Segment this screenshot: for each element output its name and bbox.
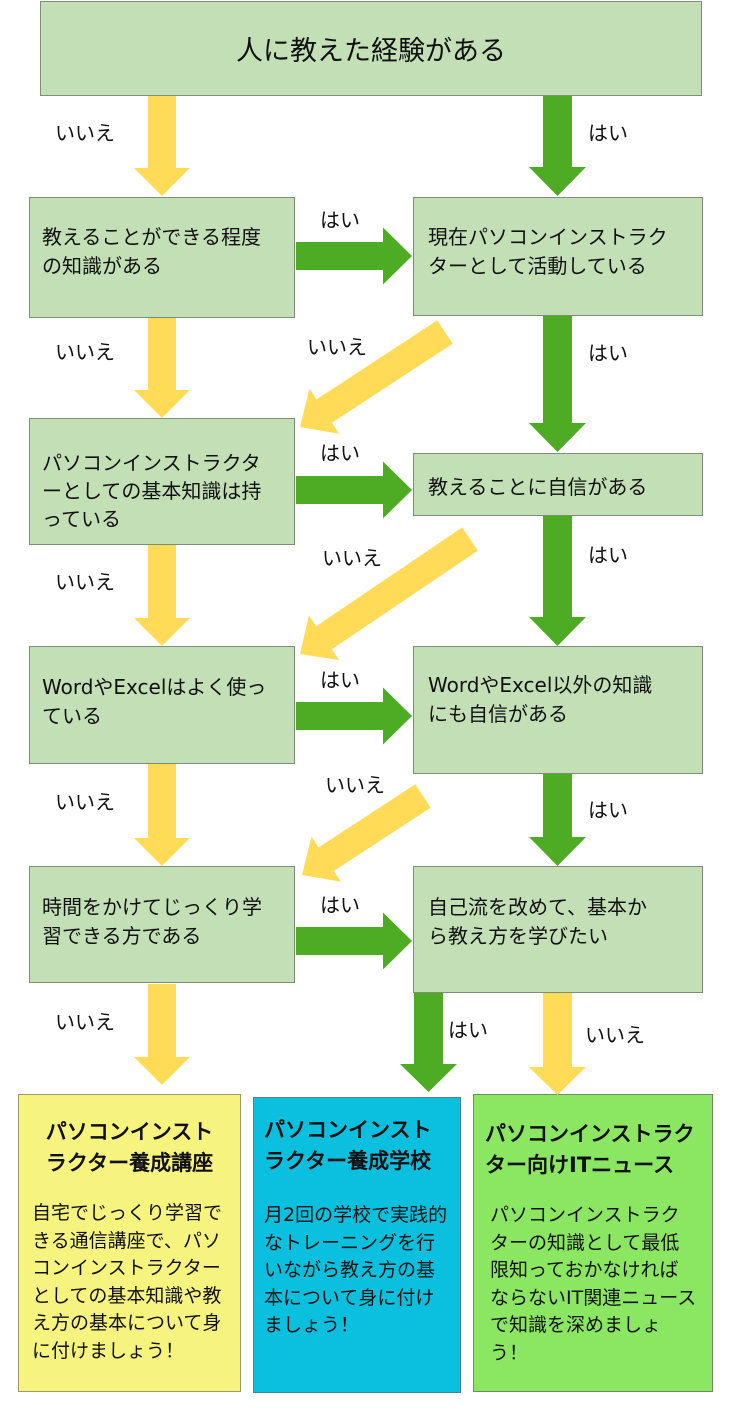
arrow-yes-R1-to-R2 (529, 316, 586, 452)
edge-label-no: いいえ (55, 790, 115, 814)
result-description: 月2回の学校で実践的 なトレーニングを行 いながら教え方の基 本について身に付け… (264, 1204, 448, 1336)
edge-label-yes: はい (588, 341, 628, 365)
arrow-no-R4-to-news (529, 993, 586, 1095)
edge-label-yes: はい (320, 208, 360, 232)
question-box-take-time: 時間をかけてじっくり学 習できる方である (29, 866, 295, 983)
question-box-active-instructor: 現在パソコンインストラク ターとして活動している (413, 197, 703, 316)
arrow-no-L1-to-L2 (134, 318, 190, 418)
start-question-box: 人に教えた経験がある (40, 1, 702, 96)
edge-label-no: いいえ (322, 546, 382, 570)
arrow-no-L3-to-L4 (134, 764, 190, 866)
arrow-yes-L1-to-R1 (296, 227, 412, 285)
arrow-yes-L4-to-R4 (296, 912, 412, 970)
arrow-yes-L3-to-R3 (296, 687, 412, 745)
question-text: WordやExcel以外の知識 にも自信がある (428, 673, 653, 726)
edge-label-yes: はい (448, 1018, 488, 1042)
result-title: パソコンインストラク ター向けITニュース (485, 1122, 695, 1177)
result-description: パソコンインストラク ターの知識として最低 限知っておかなければ ならないIT関… (490, 1204, 697, 1364)
arrow-yes-start-to-R1 (529, 96, 586, 196)
edge-label-no: いいえ (55, 1010, 115, 1034)
edge-label-no: いいえ (55, 570, 115, 594)
edge-label-no: いいえ (325, 773, 385, 797)
result-box-it-news: パソコンインストラク ター向けITニュース パソコンインストラク ターの知識とし… (473, 1094, 713, 1392)
edge-label-no: いいえ (307, 335, 367, 359)
question-box-teaching-knowledge: 教えることができる程度 の知識がある (29, 197, 295, 318)
start-question-text: 人に教えた経験がある (236, 36, 506, 67)
result-box-training-course: パソコンインスト ラクター養成講座 自宅でじっくり学習で きる通信講座で、パソ … (18, 1094, 241, 1392)
edge-label-no: いいえ (55, 121, 115, 145)
result-description: 自宅でじっくり学習で きる通信講座で、パソ コンインストラクター としての基本知… (32, 1202, 223, 1362)
question-text: 教えることができる程度 の知識がある (42, 225, 261, 278)
edge-label-yes: はい (320, 893, 360, 917)
question-text: WordやExcelはよく使っ ている (42, 675, 267, 728)
edge-label-no: いいえ (55, 340, 115, 364)
result-box-training-school: パソコンインスト ラクター養成学校 月2回の学校で実践的 なトレーニングを行 い… (253, 1097, 461, 1393)
question-text: パソコンインストラクタ ーとしての基本知識は持 っている (42, 451, 262, 531)
arrow-no-start-to-L1 (134, 96, 190, 196)
edge-label-yes: はい (320, 668, 360, 692)
arrow-no-L2-to-L3 (134, 545, 190, 646)
arrow-yes-L2-to-R2 (296, 461, 412, 519)
edge-label-yes: はい (588, 543, 628, 567)
question-text: 自己流を改めて、基本か ら教え方を学びたい (428, 895, 647, 948)
question-box-uses-office: WordやExcelはよく使っ ている (29, 646, 295, 764)
question-box-teaching-confidence: 教えることに自信がある (413, 453, 703, 516)
question-box-relearn-basics: 自己流を改めて、基本か ら教え方を学びたい (413, 866, 703, 993)
question-text: 教えることに自信がある (428, 475, 648, 499)
edge-label-yes: はい (588, 121, 628, 145)
edge-label-yes: はい (320, 441, 360, 465)
arrow-yes-R3-to-R4 (529, 774, 586, 866)
result-title: パソコンインスト ラクター養成学校 (264, 1118, 432, 1173)
edge-label-no: いいえ (585, 1023, 645, 1047)
edge-label-yes: はい (588, 798, 628, 822)
arrow-yes-R2-to-R3 (529, 516, 586, 646)
question-text: 現在パソコンインストラク ターとして活動している (428, 225, 668, 278)
question-box-basic-knowledge: パソコンインストラクタ ーとしての基本知識は持 っている (29, 418, 295, 545)
question-text: 時間をかけてじっくり学 習できる方である (42, 895, 262, 948)
question-box-beyond-office: WordやExcel以外の知識 にも自信がある (413, 646, 703, 774)
result-title: パソコンインスト ラクター養成講座 (45, 1120, 214, 1175)
arrow-no-L4-to-course (134, 984, 190, 1085)
